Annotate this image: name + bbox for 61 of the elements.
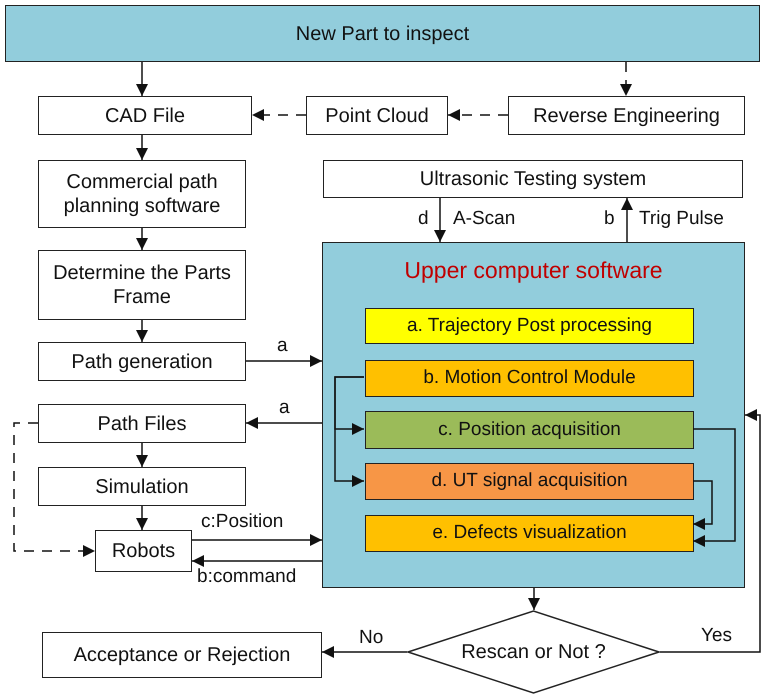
node-label: Path generation: [70, 350, 214, 374]
arrow: [136, 320, 148, 342]
node-label: a. Trajectory Post processing: [406, 314, 653, 338]
node-label: c. Position acquisition: [437, 418, 622, 442]
module-box: [365, 463, 694, 500]
arrow: [322, 646, 407, 658]
arrow: [621, 198, 633, 242]
node-label: Determine the Parts Frame: [52, 261, 232, 309]
process-box: [306, 96, 448, 135]
arrow: [136, 506, 148, 530]
panel-title: Upper computer software: [403, 257, 664, 285]
node-label: New Part to inspect: [294, 22, 470, 46]
arrow: [136, 62, 148, 96]
arrow: [693, 428, 736, 547]
module-box: [365, 411, 694, 449]
node-label: Rescan or Not ?: [460, 640, 607, 664]
arrow: [660, 409, 761, 653]
node-label: Robots: [110, 539, 176, 563]
node-label: b. Motion Control Module: [422, 367, 637, 390]
title-banner: [5, 5, 760, 62]
arrow: [246, 355, 322, 367]
arrow: [136, 135, 148, 160]
node-label: Acceptance or Rejection: [72, 643, 292, 667]
process-box: [38, 96, 252, 135]
process-box: [95, 530, 192, 572]
arrow: [192, 534, 322, 546]
arrow: [252, 109, 306, 121]
arrow: [448, 109, 508, 121]
module-box: [365, 360, 694, 397]
process-box: [508, 96, 745, 135]
process-box: [38, 342, 246, 381]
module-box: [365, 308, 694, 344]
process-box: [38, 250, 246, 320]
process-box: [38, 467, 246, 506]
node-label: Reverse Engineering: [532, 104, 721, 128]
arrow: [434, 198, 446, 242]
node-label: d. UT signal acquisition: [430, 470, 629, 493]
node-label: Point Cloud: [324, 104, 430, 128]
node-label: Simulation: [94, 474, 190, 498]
arrow: [620, 62, 632, 96]
process-box: [38, 160, 246, 228]
process-box: [42, 632, 322, 678]
node-label: e. Defects visualization: [431, 522, 628, 545]
arrow: [334, 376, 364, 487]
module-box: [365, 515, 694, 552]
arrow: [693, 480, 713, 530]
process-box: [38, 404, 246, 443]
node-label: Commercial path planning software: [62, 170, 222, 218]
arrow: [246, 417, 322, 429]
node-label: CAD File: [104, 104, 186, 128]
arrow: [136, 228, 148, 250]
process-box: [323, 160, 743, 198]
arrow: [192, 555, 322, 567]
arrow: [528, 588, 540, 610]
decision-diamond: [407, 610, 660, 694]
group-panel: [322, 242, 745, 588]
arrow: [13, 422, 95, 557]
node-label: Ultrasonic Testing system: [418, 167, 648, 191]
node-label: Path Files: [96, 412, 188, 436]
arrow: [136, 443, 148, 467]
edge-label: Trig Pulse: [638, 209, 725, 230]
